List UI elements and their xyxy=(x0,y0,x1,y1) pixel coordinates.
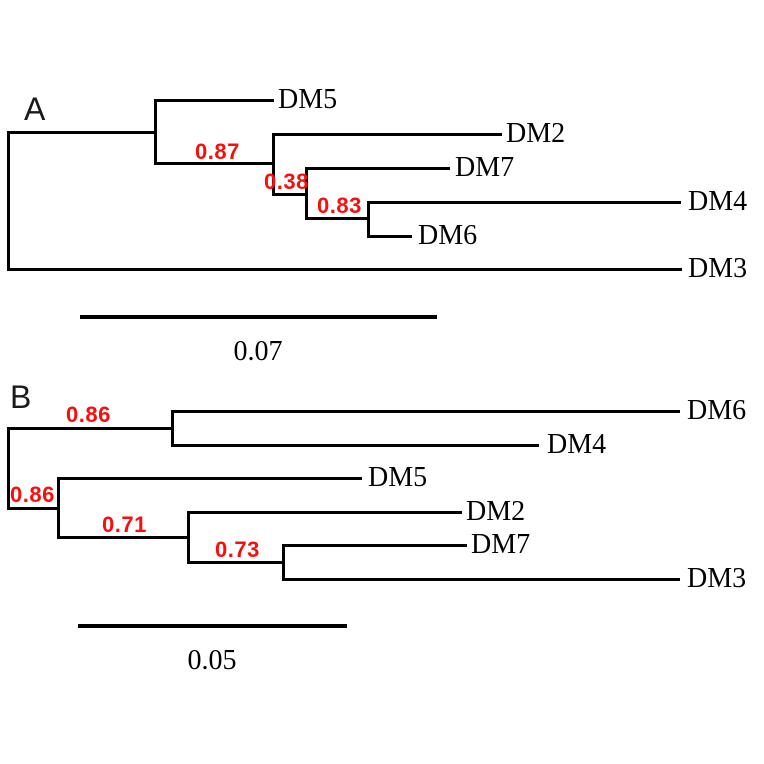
panel-a-label: A xyxy=(24,91,46,127)
tree-branch-dm7 xyxy=(282,544,467,547)
taxon-label-dm6: DM6 xyxy=(418,220,478,251)
support-value: 0.86 xyxy=(10,482,55,507)
support-value: 0.38 xyxy=(264,169,309,194)
support-value: 0.73 xyxy=(215,537,260,562)
tree-node-0.86-top-vertical xyxy=(171,410,174,447)
tree-node-0.83-vertical xyxy=(367,201,370,238)
tree-node-0.38-vertical xyxy=(272,133,275,196)
tree-branch-to-node-0.86-top xyxy=(7,427,174,430)
tree-branch-to-node-0.83 xyxy=(305,217,370,220)
tree-branch-dm4 xyxy=(367,201,681,204)
taxon-label-dm7: DM7 xyxy=(471,529,531,560)
tree-branch-to-node-0.86-low xyxy=(7,507,60,510)
taxon-label-dm2: DM2 xyxy=(466,496,526,527)
tree-branch-dm5 xyxy=(57,477,362,480)
scale-bar xyxy=(78,624,347,628)
tree-branch-dm3 xyxy=(7,268,682,271)
tree-branch-dm5 xyxy=(154,99,274,102)
support-value: 0.83 xyxy=(317,193,362,218)
taxon-label-dm2: DM2 xyxy=(506,118,566,149)
taxon-label-dm5: DM5 xyxy=(368,462,428,493)
taxon-label-dm4: DM4 xyxy=(547,429,607,460)
taxon-label-dm3: DM3 xyxy=(687,563,747,594)
taxon-label-dm5: DM5 xyxy=(278,84,338,115)
support-value: 0.86 xyxy=(66,402,111,427)
taxon-label-dm6: DM6 xyxy=(687,395,747,426)
tree-branch-to-node-0.71 xyxy=(57,536,190,539)
scale-bar xyxy=(80,315,437,319)
taxon-label-dm7: DM7 xyxy=(455,152,515,183)
tree-node-0.87-vertical xyxy=(154,99,157,165)
tree-branch-to-inner-node xyxy=(272,193,308,196)
tree-branch-dm7 xyxy=(305,167,450,170)
tree-root-vertical xyxy=(7,131,10,271)
tree-branch-to-node-0.87 xyxy=(7,131,157,134)
taxon-label-dm3: DM3 xyxy=(688,253,748,284)
taxon-label-dm4: DM4 xyxy=(688,186,748,217)
scale-bar-label: 0.07 xyxy=(233,336,283,367)
tree-branch-dm3 xyxy=(282,578,680,581)
tree-branch-to-node-0.38 xyxy=(154,162,275,165)
tree-branch-dm2 xyxy=(187,511,462,514)
tree-branch-dm2 xyxy=(272,133,502,136)
tree-node-0.71-vertical xyxy=(187,511,190,564)
tree-inner-node-vertical xyxy=(305,167,308,220)
tree-root-vertical xyxy=(7,427,10,510)
support-value: 0.87 xyxy=(195,139,240,164)
tree-branch-dm6 xyxy=(171,410,680,413)
tree-branch-to-node-0.73 xyxy=(187,561,285,564)
scale-bar-label: 0.05 xyxy=(187,645,237,676)
tree-branch-dm4 xyxy=(171,444,539,447)
support-value: 0.71 xyxy=(102,512,147,537)
tree-branch-dm6 xyxy=(367,235,412,238)
panel-b-label: B xyxy=(10,379,32,415)
tree-node-0.86-low-vertical xyxy=(57,477,60,539)
tree-node-0.73-vertical xyxy=(282,544,285,581)
